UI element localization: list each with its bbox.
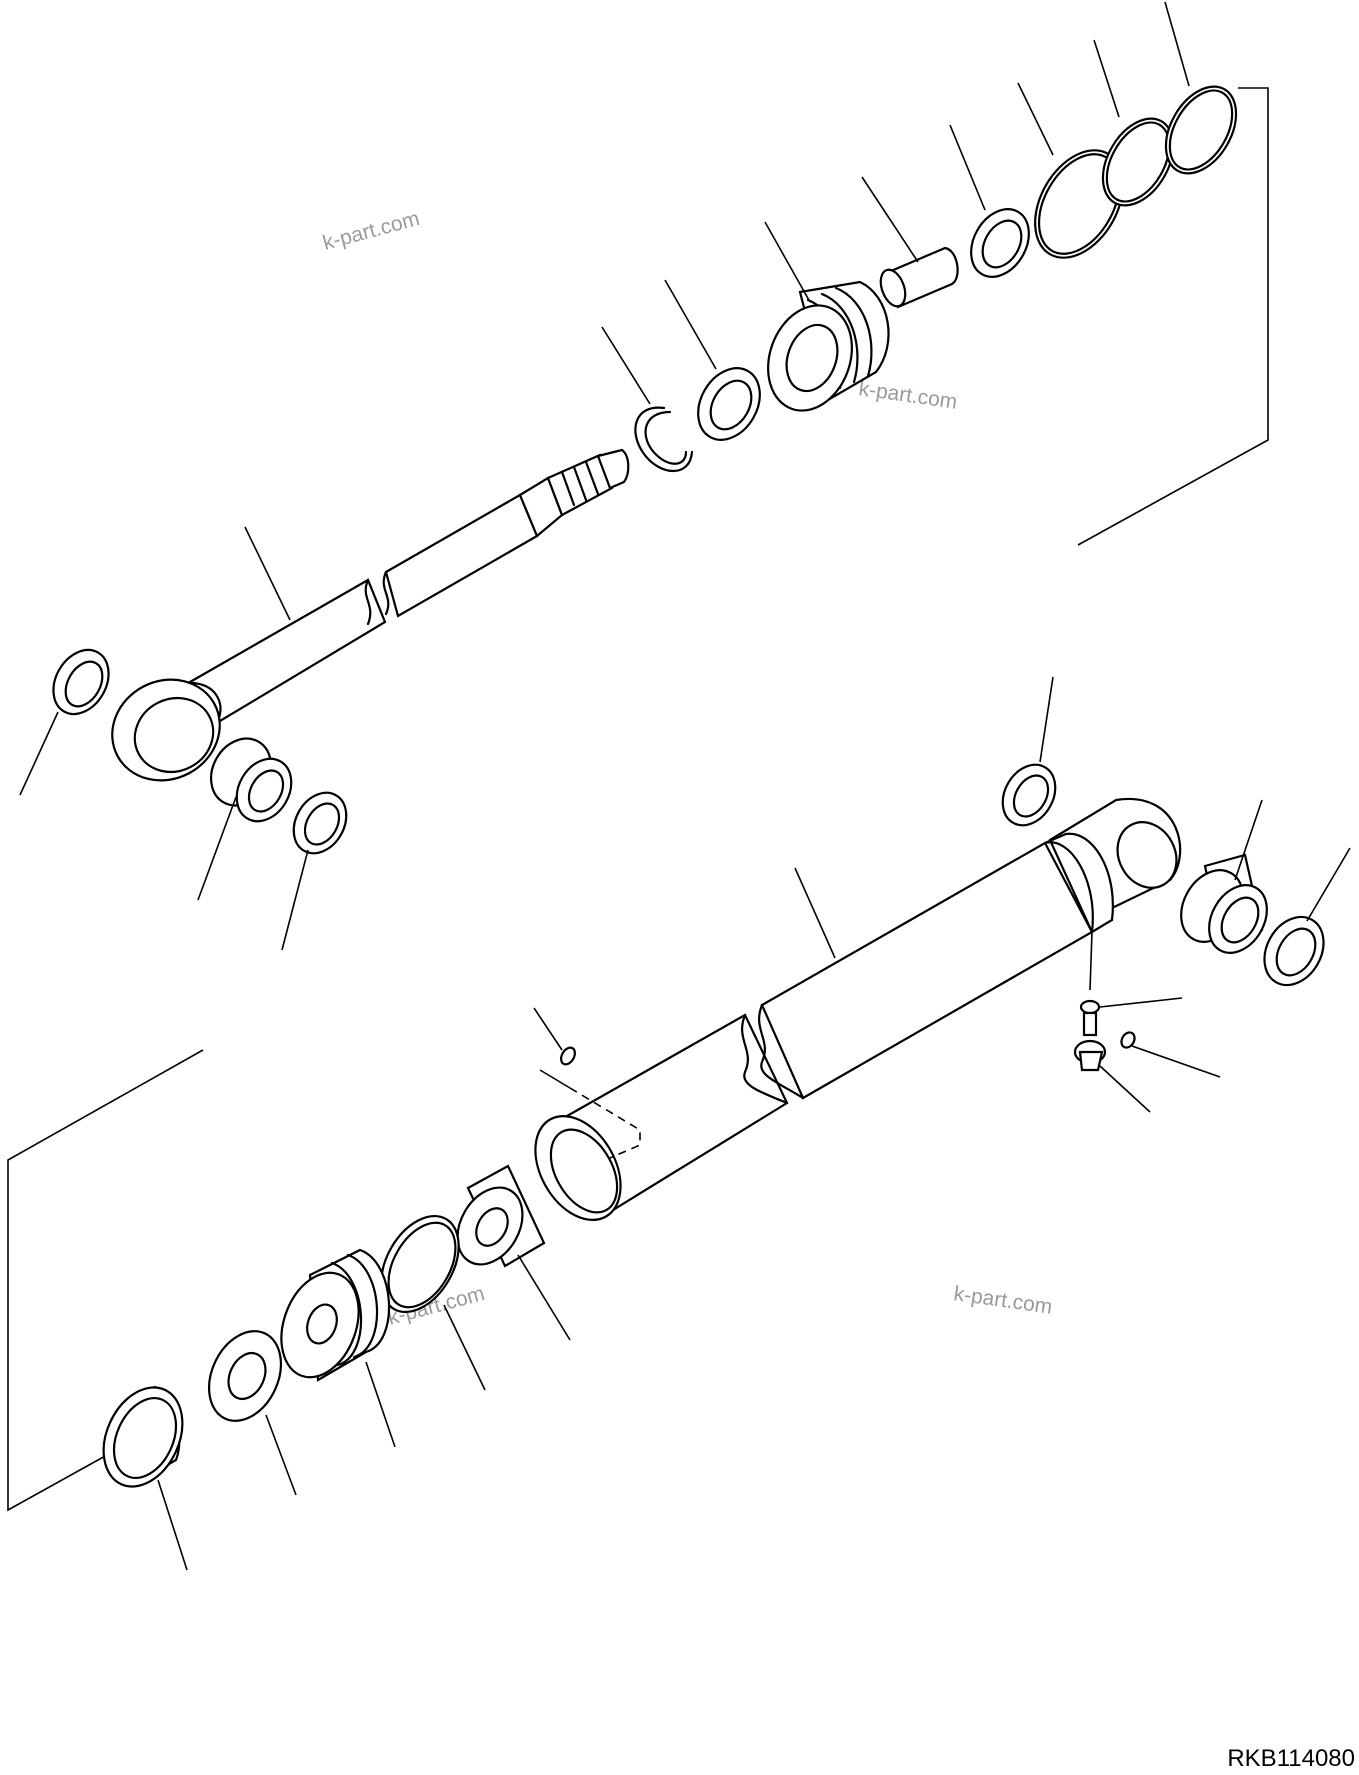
dust-seal-bottom-right — [1263, 915, 1325, 987]
buffer-ring — [697, 367, 761, 441]
o-ring-3 — [1164, 85, 1238, 175]
watermark-text: k-part.com — [952, 1282, 1053, 1319]
grease-fitting — [560, 999, 1136, 1072]
piston-seal — [102, 1385, 184, 1488]
watermark-text: k-part.com — [857, 377, 958, 414]
dust-seal-bottom-top — [1001, 763, 1057, 827]
cylinder-head — [767, 280, 890, 412]
wear-ring — [380, 1214, 460, 1314]
snap-ring — [634, 406, 694, 473]
rod-bushing — [209, 737, 293, 823]
upper-group-bracket — [1077, 87, 1269, 546]
cylinder-bottom-eye — [1044, 797, 1182, 935]
backup-ring — [970, 208, 1030, 278]
bottom-bushing — [1180, 853, 1268, 954]
piston-washer — [207, 1330, 283, 1422]
pin-collar — [879, 246, 959, 309]
leader-lines — [19, 1, 1351, 1571]
piston-nut — [456, 1164, 546, 1268]
o-ring-2 — [1101, 117, 1175, 207]
lower-group-bracket — [7, 1049, 204, 1512]
watermark-text: k-part.com — [320, 207, 422, 255]
dust-seal-left — [52, 648, 110, 716]
cylinder-tube — [534, 841, 1094, 1222]
rod-eye — [111, 678, 221, 782]
piston — [280, 1248, 391, 1382]
dust-seal-right — [292, 791, 348, 855]
drawing-code: RKB114080 — [1227, 1745, 1355, 1772]
